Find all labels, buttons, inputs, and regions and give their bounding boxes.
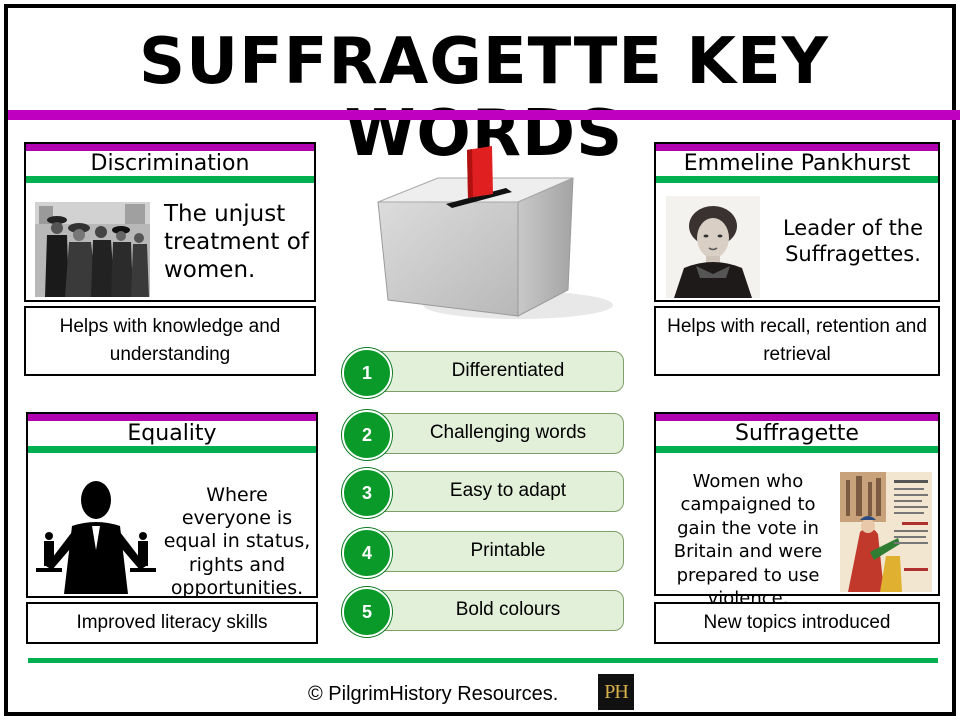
card-top-stripe <box>28 414 316 421</box>
feature-number: 2 <box>342 410 392 460</box>
title-underline <box>8 110 960 120</box>
card-top-stripe <box>656 144 938 151</box>
balance-businessman-silhouette <box>32 474 160 594</box>
info-box-recall: Helps with recall, retention and retriev… <box>654 306 940 376</box>
ballot-box-icon <box>377 146 613 319</box>
suffragette-arrest-photo <box>35 202 150 297</box>
card-name: Discrimination <box>90 151 250 176</box>
feature-number: 5 <box>342 587 392 637</box>
card-name: Emmeline Pankhurst <box>683 151 911 176</box>
card-green-stripe <box>656 176 938 183</box>
feature-number: 1 <box>342 348 392 398</box>
feature-pill: Easy to adapt <box>364 471 624 512</box>
info-box-new-topics: New topics introduced <box>654 602 940 644</box>
card-name: Equality <box>127 421 217 446</box>
card-top-stripe <box>26 144 314 151</box>
info-box-knowledge: Helps with knowledge and understanding <box>24 306 316 376</box>
footer-credit: © PilgrimHistory Resources. <box>308 683 559 705</box>
card-green-stripe <box>28 446 316 453</box>
feature-number: 3 <box>342 468 392 518</box>
card-top-stripe <box>656 414 938 421</box>
card-green-stripe <box>26 176 314 183</box>
emmeline-pankhurst-portrait <box>666 196 760 298</box>
feature-pill: Printable <box>364 531 624 572</box>
feature-pill: Bold colours <box>364 590 624 631</box>
card-definition: Women who campaigned to gain the vote in… <box>673 471 823 609</box>
card-definition: The unjust treatment of women. <box>164 201 309 284</box>
card-name: Suffragette <box>735 421 859 446</box>
info-box-literacy: Improved literacy skills <box>26 602 318 644</box>
suffragette-poster <box>840 472 932 592</box>
card-discrimination: Discrimination The unjust treatment of w… <box>24 142 316 302</box>
ph-logo-icon: PH <box>598 674 634 710</box>
feature-number: 4 <box>342 528 392 578</box>
feature-pill: Differentiated <box>364 351 624 392</box>
card-green-stripe <box>656 446 938 453</box>
card-pankhurst: Emmeline Pankhurst Leader of the Suffrag… <box>654 142 940 302</box>
card-definition: Where everyone is equal in status, right… <box>163 484 311 599</box>
card-definition: Leader of the Suffragettes. <box>782 216 924 266</box>
card-suffragette: Suffragette Women who campaigned to gain… <box>654 412 940 609</box>
footer-divider <box>28 658 938 663</box>
worksheet-frame: SUFFRAGETTE KEY WORDS Discrimination The… <box>4 4 960 716</box>
feature-pill: Challenging words <box>364 413 624 454</box>
card-equality: Equality Where everyone is equal in stat… <box>26 412 318 599</box>
